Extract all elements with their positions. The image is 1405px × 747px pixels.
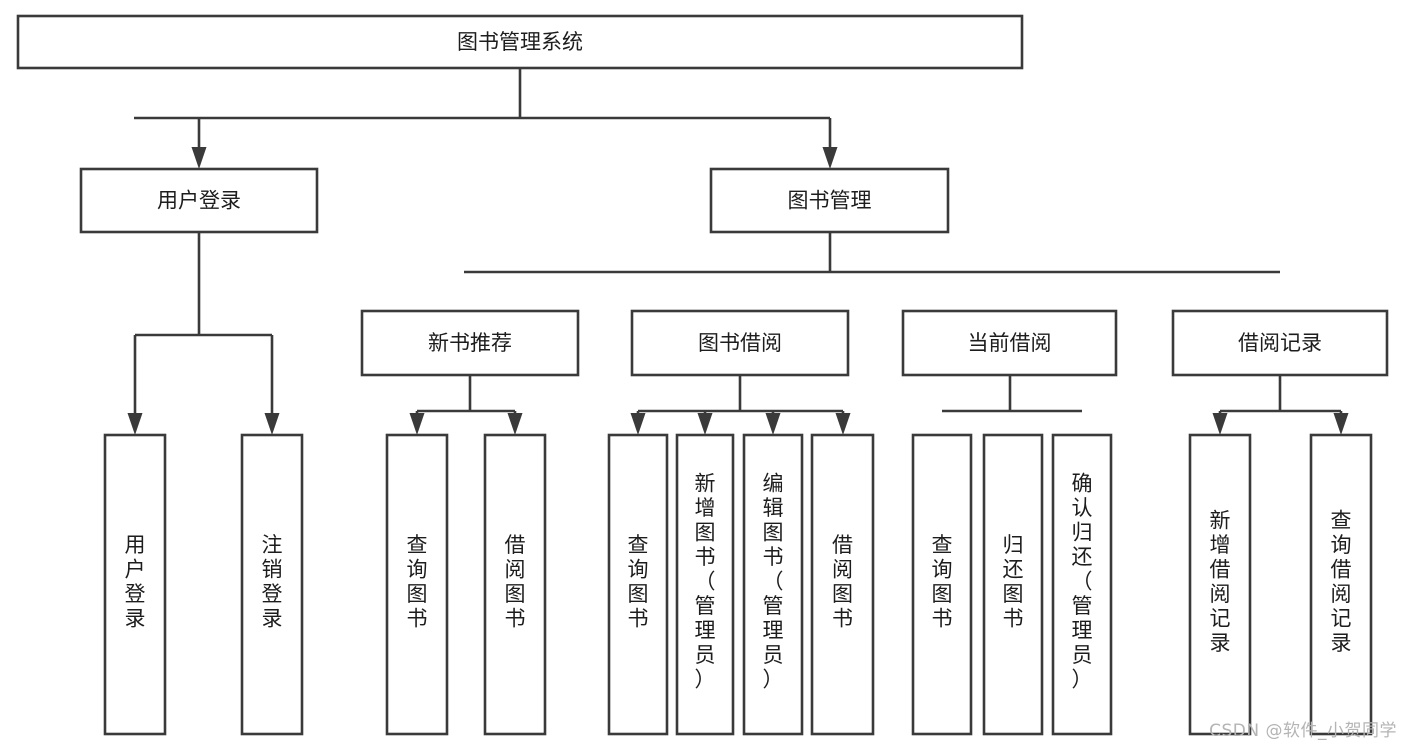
node-new-book-rec[interactable]: 新书推荐 xyxy=(360,309,580,377)
arrow-head-icon xyxy=(127,413,143,435)
arrow-head-icon xyxy=(409,413,425,435)
node-root[interactable]: 图书管理系统 xyxy=(16,14,1024,70)
node-box-leaf-query-book-1[interactable] xyxy=(385,433,449,736)
node-label-book-manage: 图书管理 xyxy=(788,189,872,213)
node-label-leaf-add-book: 新增图书（管理员） xyxy=(695,472,716,692)
node-box-leaf-confirm-return[interactable] xyxy=(1051,433,1113,736)
arrow-head-icon xyxy=(822,147,838,169)
arrow-head-icon xyxy=(264,413,280,435)
node-label-borrow-record: 借阅记录 xyxy=(1238,331,1322,355)
node-leaf-add-book[interactable]: 新增图书（管理员） xyxy=(675,433,735,736)
node-box-root[interactable] xyxy=(16,14,1024,70)
node-box-leaf-return-book[interactable] xyxy=(982,433,1044,736)
node-box-current-borrow[interactable] xyxy=(901,309,1118,377)
arrow-head-icon xyxy=(1333,413,1349,435)
node-box-leaf-borrow-book-1[interactable] xyxy=(483,433,547,736)
node-leaf-confirm-return[interactable]: 确认归还（管理员） xyxy=(1051,433,1113,736)
node-current-borrow[interactable]: 当前借阅 xyxy=(901,309,1118,377)
arrow-head-icon xyxy=(835,413,851,435)
node-leaf-query-book-1[interactable]: 查询图书 xyxy=(385,433,449,736)
arrow-head-icon xyxy=(507,413,523,435)
arrow-head-icon xyxy=(630,413,646,435)
node-label-leaf-add-record: 新增借阅记录 xyxy=(1210,508,1231,655)
arrow-head-icon xyxy=(697,413,713,435)
node-label-root: 图书管理系统 xyxy=(457,30,583,54)
node-label-book-borrow: 图书借阅 xyxy=(698,331,782,355)
node-label-leaf-query-book-2: 查询图书 xyxy=(628,533,649,631)
node-label-leaf-return-book: 归还图书 xyxy=(1003,533,1024,631)
node-box-leaf-query-book-2[interactable] xyxy=(607,433,669,736)
node-label-leaf-edit-book: 编辑图书（管理员） xyxy=(763,472,784,692)
node-box-leaf-query-record[interactable] xyxy=(1309,433,1373,736)
node-leaf-add-record[interactable]: 新增借阅记录 xyxy=(1188,433,1252,736)
node-box-new-book-rec[interactable] xyxy=(360,309,580,377)
node-user-login[interactable]: 用户登录 xyxy=(79,167,319,234)
node-label-current-borrow: 当前借阅 xyxy=(968,331,1052,355)
node-book-manage[interactable]: 图书管理 xyxy=(709,167,950,234)
node-label-leaf-query-book-1: 查询图书 xyxy=(407,533,428,631)
node-leaf-edit-book[interactable]: 编辑图书（管理员） xyxy=(742,433,804,736)
arrow-head-icon xyxy=(765,413,781,435)
csdn-watermark: CSDN @软件_小贺同学 xyxy=(1209,721,1397,741)
node-label-new-book-rec: 新书推荐 xyxy=(428,331,512,355)
node-label-user-login: 用户登录 xyxy=(157,189,241,213)
node-box-leaf-add-book[interactable] xyxy=(675,433,735,736)
node-label-leaf-user-login: 用户登录 xyxy=(125,533,146,631)
node-label-leaf-borrow-book-2: 借阅图书 xyxy=(832,533,853,631)
node-leaf-user-login[interactable]: 用户登录 xyxy=(103,433,167,736)
node-leaf-query-book-2[interactable]: 查询图书 xyxy=(607,433,669,736)
node-box-leaf-logout[interactable] xyxy=(240,433,304,736)
node-box-borrow-record[interactable] xyxy=(1171,309,1389,377)
node-label-leaf-query-book-3: 查询图书 xyxy=(932,533,953,631)
node-book-borrow[interactable]: 图书借阅 xyxy=(630,309,850,377)
node-label-leaf-borrow-book-1: 借阅图书 xyxy=(505,533,526,631)
node-box-book-borrow[interactable] xyxy=(630,309,850,377)
node-leaf-borrow-book-2[interactable]: 借阅图书 xyxy=(810,433,875,736)
node-leaf-return-book[interactable]: 归还图书 xyxy=(982,433,1044,736)
node-leaf-borrow-book-1[interactable]: 借阅图书 xyxy=(483,433,547,736)
node-box-leaf-query-book-3[interactable] xyxy=(911,433,973,736)
node-leaf-query-book-3[interactable]: 查询图书 xyxy=(911,433,973,736)
node-box-leaf-edit-book[interactable] xyxy=(742,433,804,736)
node-box-leaf-add-record[interactable] xyxy=(1188,433,1252,736)
node-label-leaf-confirm-return: 确认归还（管理员） xyxy=(1072,472,1093,692)
node-box-user-login[interactable] xyxy=(79,167,319,234)
node-leaf-logout[interactable]: 注销登录 xyxy=(240,433,304,736)
node-leaf-query-record[interactable]: 查询借阅记录 xyxy=(1309,433,1373,736)
node-box-book-manage[interactable] xyxy=(709,167,950,234)
node-box-leaf-borrow-book-2[interactable] xyxy=(810,433,875,736)
node-layer: 图书管理系统用户登录图书管理新书推荐图书借阅当前借阅借阅记录用户登录注销登录查询… xyxy=(16,14,1389,736)
arrow-head-icon xyxy=(1212,413,1228,435)
node-label-leaf-logout: 注销登录 xyxy=(262,533,283,631)
node-borrow-record[interactable]: 借阅记录 xyxy=(1171,309,1389,377)
node-box-leaf-user-login[interactable] xyxy=(103,433,167,736)
node-label-leaf-query-record: 查询借阅记录 xyxy=(1331,508,1352,655)
arrow-head-icon xyxy=(191,147,207,169)
connector-layer xyxy=(127,68,1349,435)
